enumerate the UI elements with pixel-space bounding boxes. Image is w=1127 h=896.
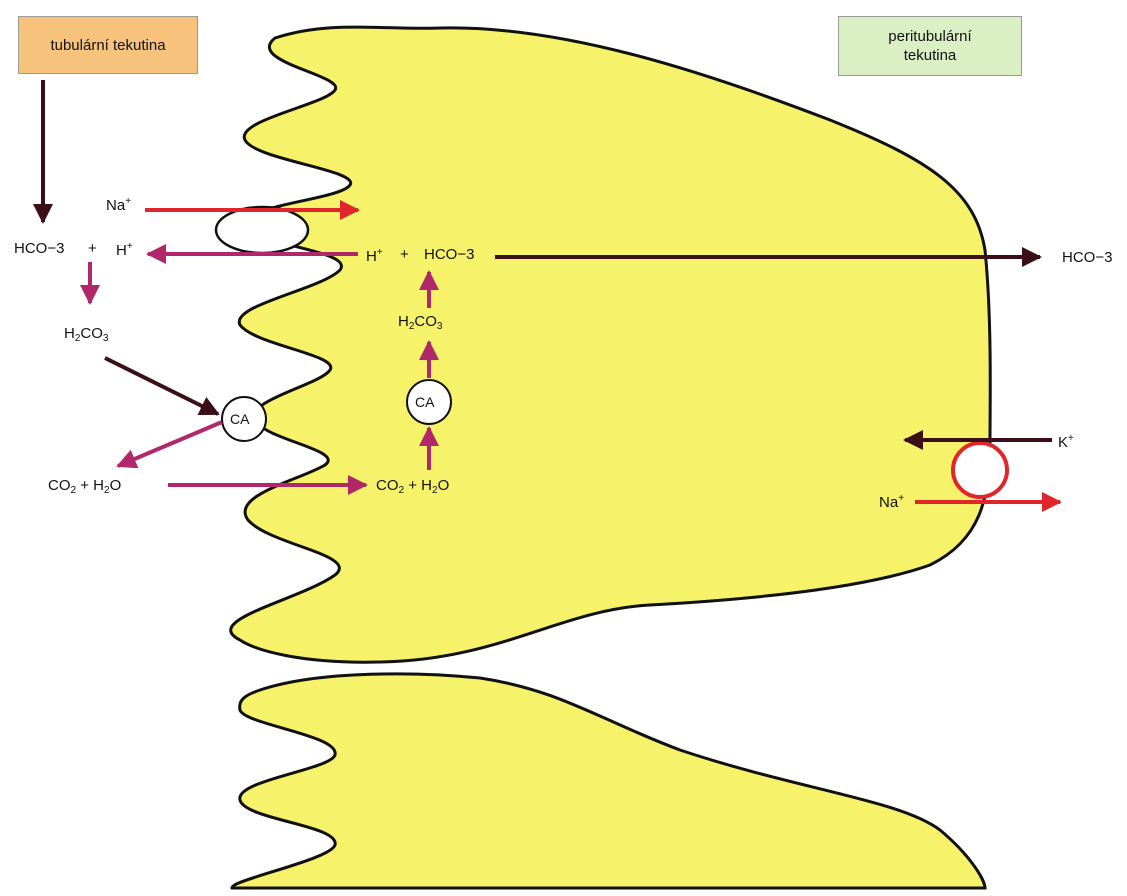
na-ion-label: Na+ — [106, 193, 131, 215]
h2co3-tubular-label: H2CO3 — [64, 325, 108, 348]
h2co3-cell-label: H2CO3 — [398, 313, 442, 336]
plus-sign-left: + — [88, 240, 97, 258]
hco3-peritubular-label: HCO−3 — [1062, 249, 1112, 267]
hco3-tubular-label: HCO−3 — [14, 240, 64, 258]
na-ion-peritubular-label: Na+ — [879, 490, 904, 512]
plus-sign-mid: + — [400, 246, 409, 264]
na-k-pump — [953, 443, 1007, 497]
ca-label-membrane: CA — [230, 410, 249, 428]
tubular-fluid-text: tubulární tekutina — [50, 36, 165, 55]
k-ion-label: K+ — [1058, 430, 1074, 452]
peritubular-fluid-text-line1: peritubulární — [888, 27, 971, 46]
tubular-fluid-label: tubulární tekutina — [18, 16, 198, 74]
co2-h2o-cell-label: CO2 + H2O — [376, 477, 449, 500]
h-ion-cell-label: H+ — [366, 244, 383, 266]
upper-cell — [231, 27, 991, 662]
hco3-cell-label: HCO−3 — [424, 246, 474, 264]
peritubular-fluid-label: peritubulární tekutina — [838, 16, 1022, 76]
peritubular-fluid-text-line2: tekutina — [904, 46, 957, 65]
lower-cell — [232, 674, 985, 888]
arrow-ca-to-co2 — [118, 422, 222, 466]
na-h-exchanger — [216, 207, 308, 253]
h-ion-tubular-label: H+ — [116, 238, 133, 260]
co2-h2o-tubular-label: CO2 + H2O — [48, 477, 121, 500]
arrow-h2co3-to-ca — [105, 358, 218, 414]
ca-label-cytosol: CA — [415, 393, 434, 411]
